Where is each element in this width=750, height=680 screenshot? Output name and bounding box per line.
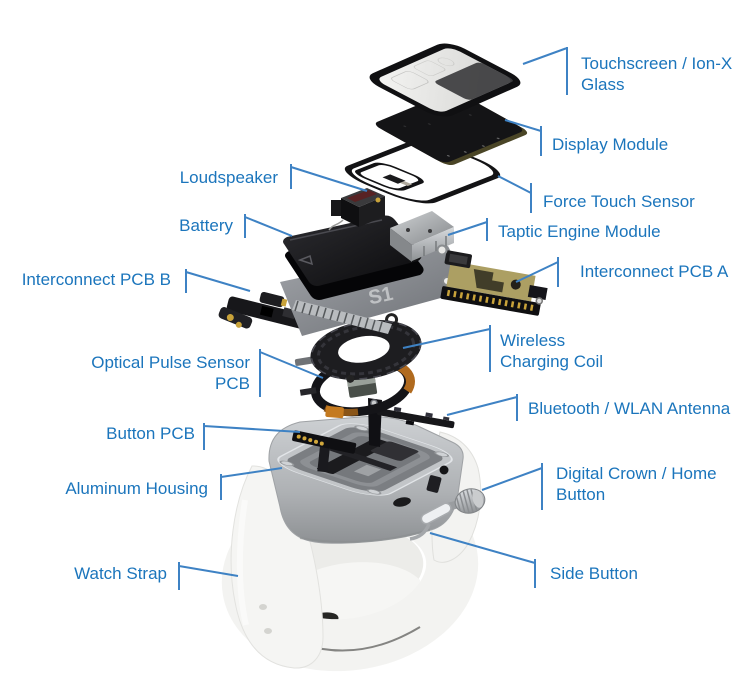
label-battery: Battery: [179, 216, 233, 235]
battery: [283, 215, 422, 286]
leader-strap: [178, 562, 239, 590]
leader-loudspeaker: [290, 164, 368, 192]
label-watch-strap: Watch Strap: [74, 564, 167, 583]
label-loudspeaker: Loudspeaker: [179, 168, 278, 187]
leader-touchscreen: [522, 47, 568, 95]
label-side-button: Side Button: [550, 564, 638, 583]
label-display-module: Display Module: [552, 135, 669, 154]
leader-pcb-a: [515, 257, 559, 287]
mic-hole: [439, 465, 449, 475]
label-interconnect-pcb-a: Interconnect PCB A: [580, 262, 729, 281]
aluminum-housing: [268, 416, 464, 544]
label-taptic-engine-module: Taptic Engine Module: [498, 222, 661, 241]
strap-hole: [259, 604, 267, 610]
battery-module: S1: [280, 215, 470, 336]
taptic-engine: [390, 211, 454, 262]
leader-housing: [220, 467, 283, 500]
button-pcb: [292, 430, 357, 473]
label-interconnect-pcb-b: Interconnect PCB B: [21, 270, 171, 289]
leader-button-pcb: [203, 423, 301, 450]
loudspeaker: [328, 188, 385, 231]
label-force-touch-sensor: Force Touch Sensor: [543, 192, 695, 211]
leader-antenna: [446, 394, 518, 421]
label-optical-pulse-sensor-pcb: Optical Pulse Sensor PCB: [91, 353, 250, 393]
display-module: [375, 91, 528, 165]
label-aluminum-housing: Aluminum Housing: [65, 479, 208, 498]
leader-display: [504, 119, 542, 156]
label-button-pcb: Button PCB: [106, 424, 195, 443]
label-bluetooth-wlan-antenna: Bluetooth / WLAN Antenna: [528, 399, 731, 418]
interconnect-pcb-a: [440, 250, 548, 316]
side-button: [409, 502, 452, 541]
strap-hole: [264, 628, 272, 634]
leader-crown: [481, 463, 543, 510]
touchscreen-glass: [369, 43, 521, 117]
label-wireless-charging-coil: Wireless Charging Coil: [500, 331, 603, 371]
leader-optical: [259, 349, 324, 397]
label-digital-crown-home-button: Digital Crown / Home Button: [556, 464, 717, 504]
leader-coil: [402, 325, 491, 372]
leader-lines: [178, 47, 568, 590]
leader-battery: [244, 214, 293, 238]
leader-side-button: [429, 532, 536, 588]
side-button-hole: [393, 497, 411, 507]
leader-force-touch: [497, 175, 532, 213]
leader-pcb-b: [185, 269, 251, 293]
leader-taptic: [447, 218, 488, 241]
wireless-charging-coil: [294, 313, 422, 383]
label-touchscreen-ion-x-glass: Touchscreen / Ion-X Glass: [581, 54, 733, 94]
s1-marking: S1: [366, 283, 395, 310]
